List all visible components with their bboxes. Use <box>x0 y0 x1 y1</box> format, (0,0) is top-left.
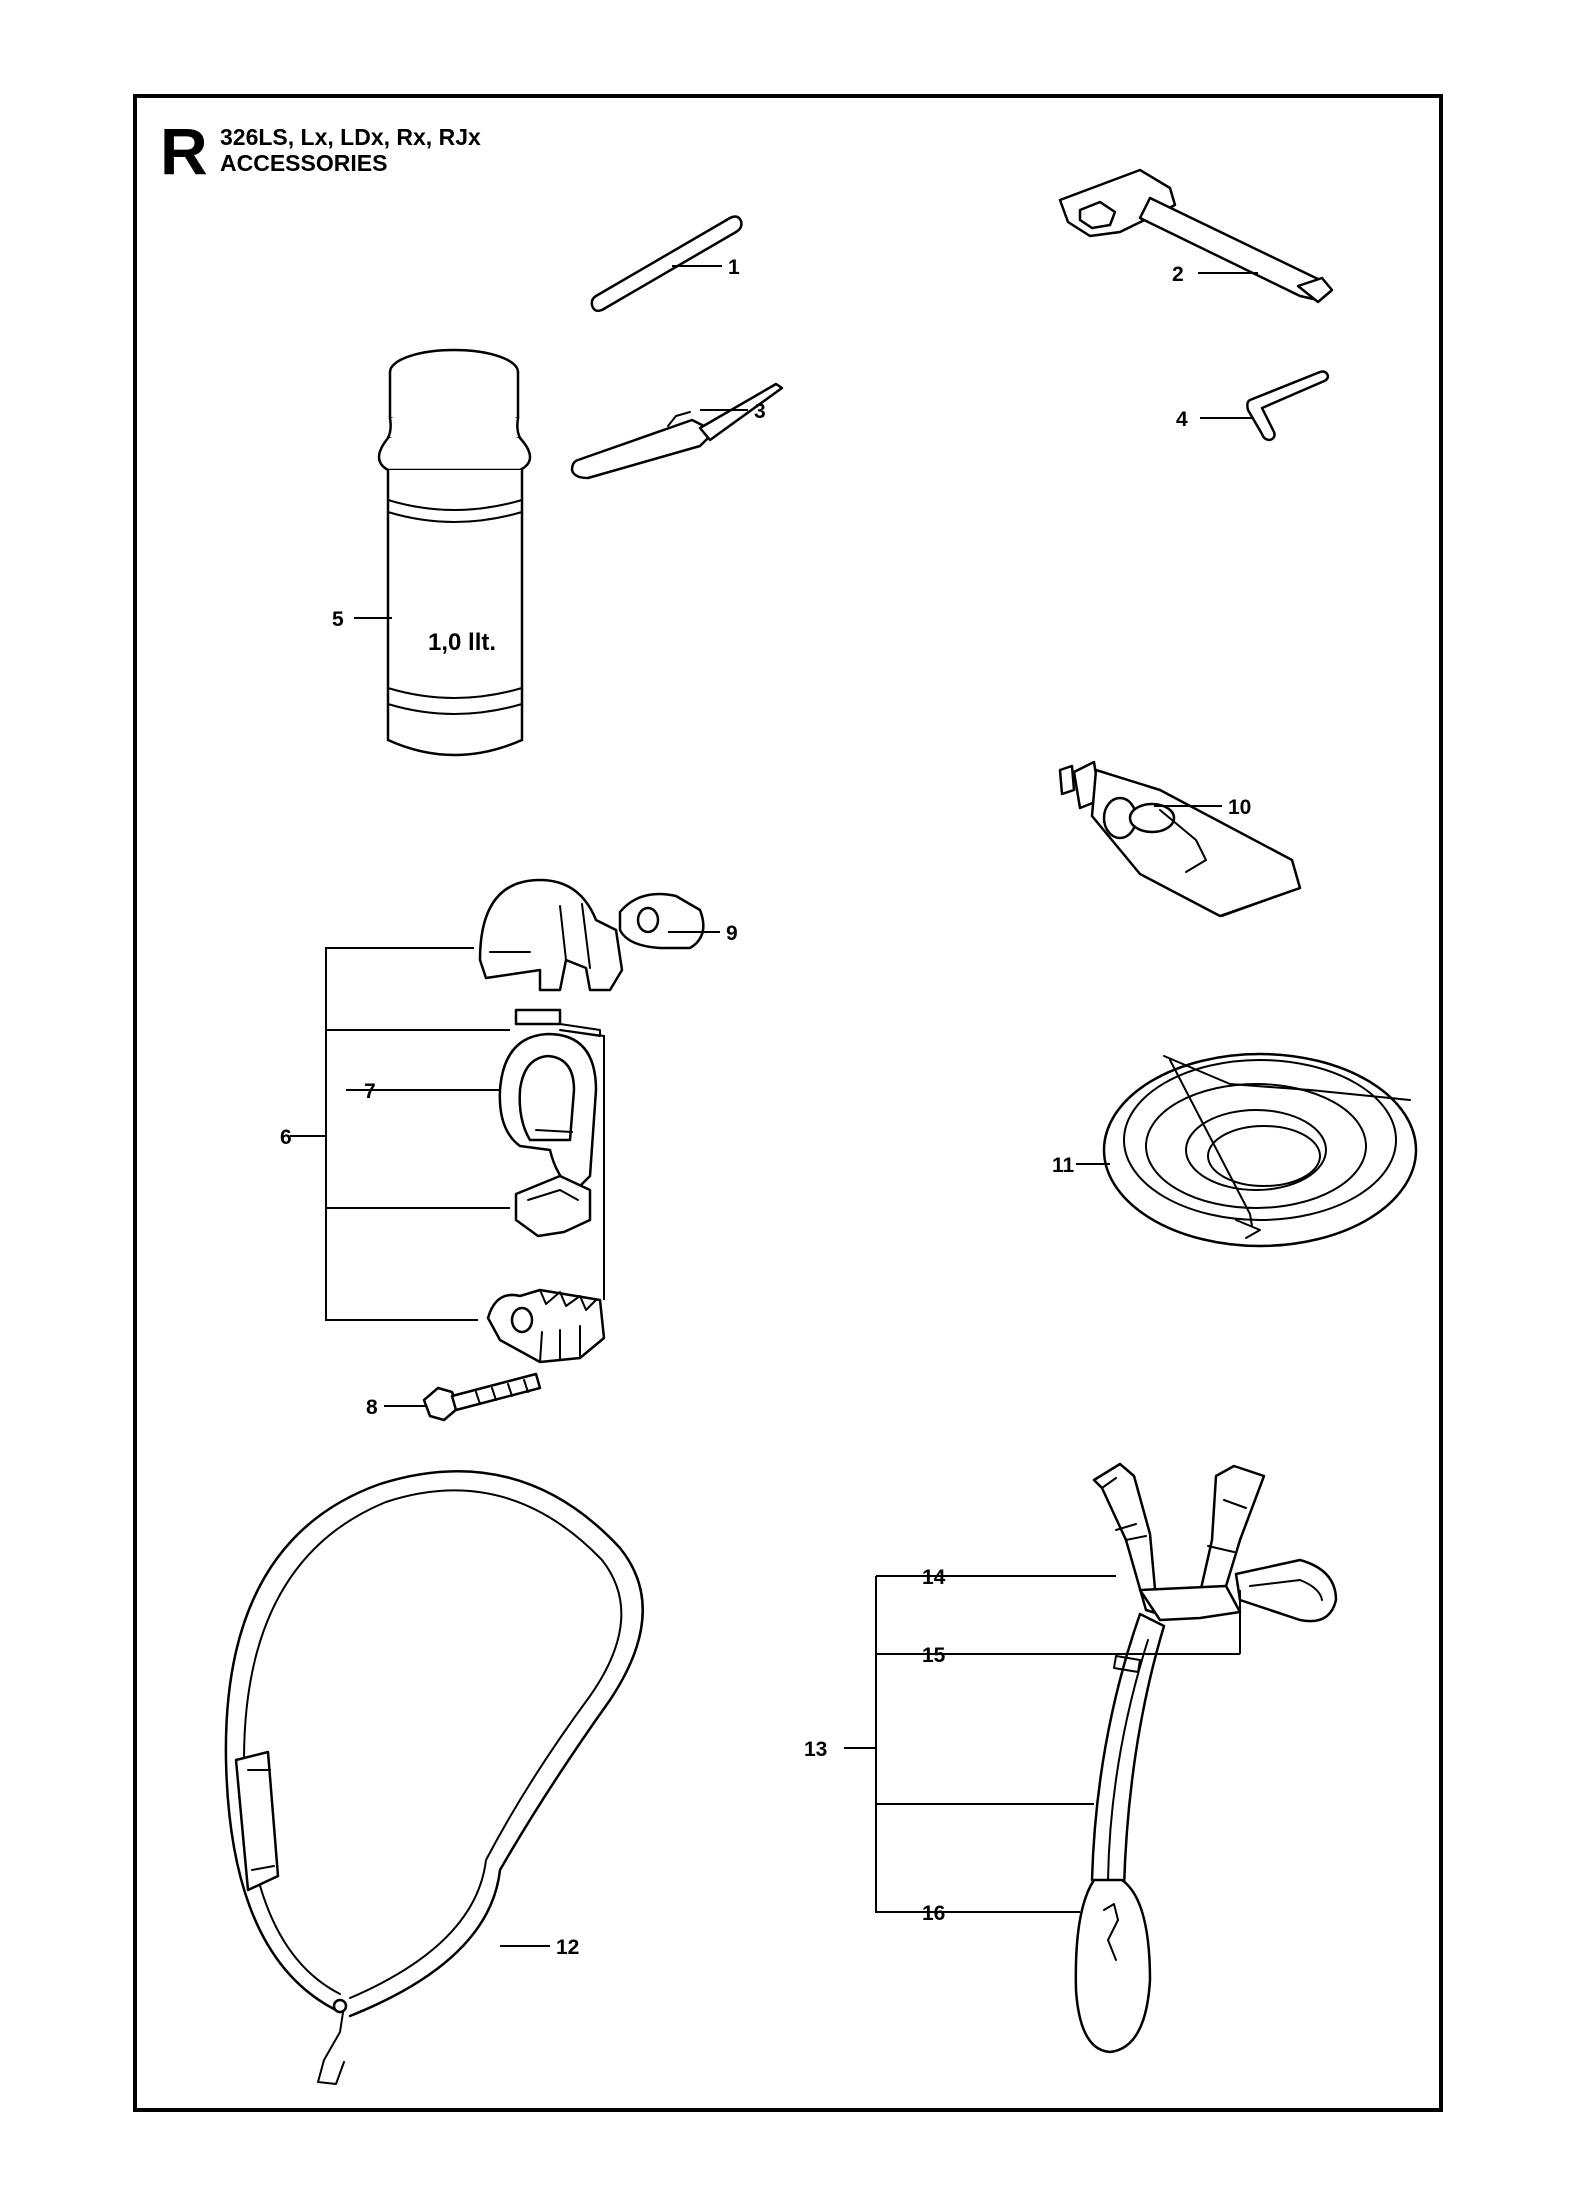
callout-12: 12 <box>556 1936 579 1959</box>
callout-3: 3 <box>754 400 766 423</box>
callout-1: 1 <box>728 256 740 279</box>
callout-5: 5 <box>332 608 344 631</box>
callout-15: 15 <box>922 1644 946 1667</box>
part-11-trimmer-line: 11 <box>1052 1052 1418 1248</box>
part-5-oil-bottle: 1,0 llt. 5 <box>332 348 532 757</box>
part-13-harness: 14 15 13 16 <box>804 1462 1338 2054</box>
callout-13: 13 <box>804 1738 827 1761</box>
diagram-frame <box>133 94 1443 2112</box>
part-1-rod: 1 <box>590 215 743 313</box>
section-letter: R <box>160 114 208 188</box>
part-2-spanner: 2 <box>1058 168 1334 304</box>
part-10-grease-tube: 10 <box>1058 760 1302 918</box>
callout-9: 9 <box>726 922 738 945</box>
callout-2: 2 <box>1172 263 1184 286</box>
model-list: 326LS, Lx, LDx, Rx, RJx <box>220 124 481 150</box>
part-4-hex-key: 4 <box>1176 370 1330 442</box>
callout-16: 16 <box>922 1902 945 1925</box>
callout-7: 7 <box>364 1080 376 1103</box>
part-6-bracket-assembly: 7 6 <box>280 878 624 1364</box>
part-9-knob: 9 <box>618 892 738 950</box>
part-12-strap: 12 <box>224 1470 644 2085</box>
callout-10: 10 <box>1228 796 1251 819</box>
callout-8: 8 <box>366 1396 378 1419</box>
callout-4: 4 <box>1176 408 1188 431</box>
part-8-bolt: 8 <box>366 1372 542 1422</box>
callout-11: 11 <box>1052 1154 1075 1177</box>
section-title: ACCESSORIES <box>220 150 388 176</box>
part-3-tool: 3 <box>570 382 784 480</box>
bottle-volume-label: 1,0 llt. <box>428 629 496 656</box>
callout-6: 6 <box>280 1126 292 1149</box>
callout-14: 14 <box>922 1566 946 1589</box>
